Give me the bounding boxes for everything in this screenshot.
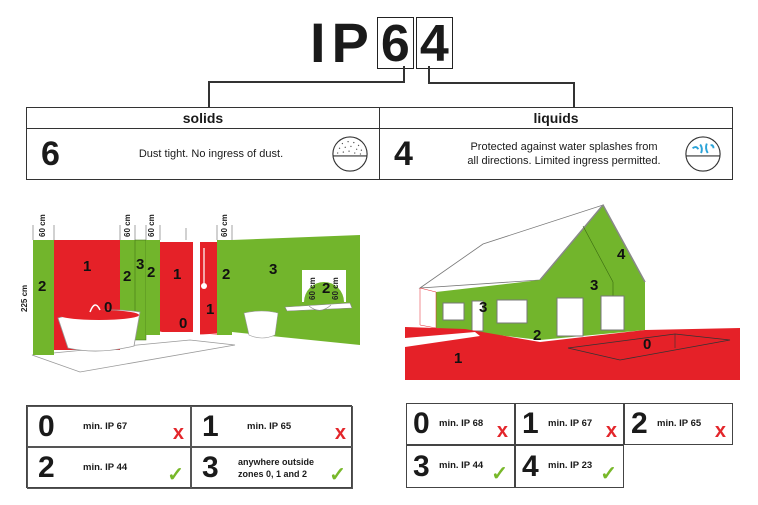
width-dimension-label: 60 cm <box>38 214 47 237</box>
cross-icon: x <box>334 422 346 444</box>
ip-prefix: IP <box>310 11 375 74</box>
solids-column: solids 6 Dust tight. No ingress of dust. <box>27 108 379 179</box>
width-dimension-label: 60 cm <box>147 214 156 237</box>
zone-row: 4 min. IP 23 ✓ <box>515 445 624 488</box>
zone-label: 3 <box>590 277 599 294</box>
zone-label: 1 <box>173 266 182 283</box>
zone-label: 2 <box>38 278 47 295</box>
cross-icon: x <box>172 422 184 444</box>
zone-label: 2 <box>123 268 132 285</box>
cross-icon: x <box>605 420 617 442</box>
solids-number: 6 <box>41 134 60 173</box>
solids-header: solids <box>27 108 379 129</box>
check-icon: ✓ <box>491 463 508 485</box>
zone-label: 2 <box>533 327 542 344</box>
check-icon: ✓ <box>167 464 184 486</box>
width-dimension-label: 60 cm <box>220 214 229 237</box>
zone-row: 0 min. IP 67 x <box>27 406 191 447</box>
house-drawing <box>405 204 740 380</box>
zone-row: 2 min. IP 44 ✓ <box>27 447 191 489</box>
liquids-description: Protected against water splashes from al… <box>467 141 661 167</box>
zone-label: 2 <box>322 280 331 297</box>
zone-row: 2 min. IP 65 x <box>624 403 733 445</box>
zone-label: 3 <box>136 256 145 273</box>
zone-row: 1 min. IP 65 x <box>191 406 353 447</box>
zone-row: 3 min. IP 44 ✓ <box>406 445 515 488</box>
garden-ip-table: 0 min. IP 68 x 1 min. IP 67 x 2 min. IP … <box>406 403 733 488</box>
cross-icon: x <box>496 420 508 442</box>
zone-label: 1 <box>206 301 215 318</box>
height-dimension-label: 225 cm <box>20 284 29 312</box>
liquids-number: 4 <box>394 134 413 173</box>
liquids-column: liquids 4 Protected against water splash… <box>379 108 732 179</box>
zone-row: 0 min. IP 68 x <box>406 403 515 445</box>
zone-label: 3 <box>479 299 488 316</box>
cross-icon: x <box>714 420 726 442</box>
zone-row: 3 anywhere outside zones 0, 1 and 2 ✓ <box>191 447 353 489</box>
zone-label: 0 <box>179 315 188 332</box>
check-icon: ✓ <box>329 464 346 486</box>
liquids-header: liquids <box>380 108 732 129</box>
zone-label: 3 <box>269 261 278 278</box>
bathroom-zone-illustration: 225 cm 60 cm 60 cm 60 cm 60 cm 60 cm 60 … <box>20 200 380 380</box>
zone-label: 2 <box>222 266 231 283</box>
solids-description: Dust tight. No ingress of dust. <box>138 148 284 160</box>
zone-label: 1 <box>454 350 463 367</box>
width-dimension-label: 60 cm <box>123 214 132 237</box>
zone-label: 0 <box>104 299 113 316</box>
dust-circle-icon <box>332 136 368 172</box>
bathroom-ip-table: 0 min. IP 67 x 1 min. IP 65 x 2 min. IP … <box>26 405 353 489</box>
width-dimension-label: 60 cm <box>308 277 317 300</box>
zone-label: 1 <box>83 258 92 275</box>
liquids-digit-box: 4 <box>415 17 453 70</box>
ip-spec-table: solids 6 Dust tight. No ingress of dust.… <box>26 107 733 180</box>
water-splash-circle-icon <box>685 136 721 172</box>
zone-label: 0 <box>643 336 652 353</box>
garden-zone-illustration: 1 2 3 3 4 0 <box>405 200 740 385</box>
ip-rating-title: IP 6 4 <box>310 14 453 72</box>
zone-label: 2 <box>147 264 156 281</box>
solids-digit-box: 6 <box>376 17 414 70</box>
zone-row: 1 min. IP 67 x <box>515 403 624 445</box>
check-icon: ✓ <box>600 463 617 485</box>
bathroom-drawing <box>31 225 360 373</box>
zone-label: 4 <box>617 246 626 263</box>
width-dimension-label: 60 cm <box>331 277 340 300</box>
